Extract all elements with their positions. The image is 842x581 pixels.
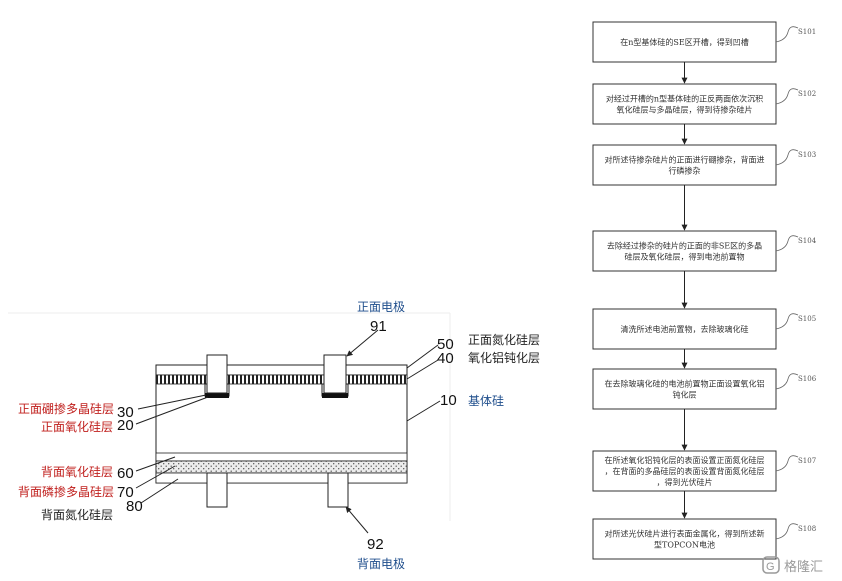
alox-layer: [155, 374, 408, 385]
back-sio2-layer: [155, 452, 408, 462]
flow-step-text: 清洗所述电池前置物，去除玻璃化硅: [621, 324, 749, 334]
back-phos-poly-layer: [155, 460, 408, 474]
flow-box: [592, 518, 777, 560]
flow-step-id: S102: [798, 90, 816, 98]
flow-step-id: S103: [798, 151, 816, 159]
label-alox: 氧化铝钝化层: [468, 350, 540, 365]
watermark: G 格隆汇: [762, 556, 823, 575]
label-back-phos-poly: 背面磷掺多晶硅层: [18, 484, 114, 499]
front-electrode-left: [206, 354, 228, 394]
num-substrate: 10: [440, 392, 457, 409]
flow-box: [592, 308, 777, 350]
label-substrate: 基体硅: [468, 394, 504, 408]
label-front-electrode: 正面电极: [357, 300, 405, 314]
flow-box: [592, 21, 777, 63]
flow-step-text: 在n型基体硅的SE区开槽，得到凹槽: [620, 37, 748, 47]
flow-box: [592, 83, 777, 125]
label-front-boron-poly: 正面硼掺多晶硅层: [18, 401, 114, 416]
leader-30: [137, 394, 207, 410]
flow-step-text: 钝化层: [673, 390, 697, 400]
back-electrode-right: [327, 472, 349, 508]
front-electrode-right: [323, 354, 347, 394]
step-id-connector: [775, 88, 799, 105]
leader-10: [406, 400, 441, 422]
flow-step-text: ，得到光伏硅片: [657, 477, 713, 487]
step-id-connector: [775, 523, 799, 540]
flow-step-text: 对所述光伏硅片进行表面金属化，得到所述新: [605, 529, 765, 539]
boron-poly-left: [205, 393, 229, 398]
flow-box: [592, 450, 777, 492]
flow-step-text: 在去除玻璃化硅的电池前置物正面设置氧化铝: [605, 379, 765, 389]
num-front-sin: 50: [437, 336, 454, 353]
step-id-connector: [775, 235, 799, 252]
flow-step-id: S105: [798, 315, 816, 323]
label-front-sio2: 正面氧化硅层: [41, 420, 113, 434]
flow-step-s105: 清洗所述电池前置物，去除玻璃化硅 S105: [592, 308, 816, 369]
label-back-sio2: 背面氧化硅层: [41, 465, 113, 479]
flow-step-text: 氧化硅层与多晶硅层，得到待掺杂硅片: [617, 105, 753, 115]
num-alox: 40: [437, 350, 454, 367]
leader-80: [140, 478, 179, 504]
step-id-connector: [775, 455, 799, 472]
flow-step-s107: 在所述氧化铝钝化层的表面设置正面氮化硅层，在背面的多晶硅层的表面设置背面氮化硅层…: [592, 450, 816, 519]
flow-box: [592, 144, 777, 186]
boron-poly-right: [322, 393, 348, 398]
flow-step-text: 在所述氧化铝钝化层的表面设置正面氮化硅层: [605, 455, 765, 465]
step-id-connector: [775, 313, 799, 330]
g-logo-icon: G: [762, 556, 780, 574]
label-back-sin: 背面氮化硅层: [41, 507, 113, 522]
step-id-connector: [775, 149, 799, 166]
flow-step-text: 对所述待掺杂硅片的正面进行硼掺杂，背面进: [605, 155, 765, 165]
leader-20: [135, 396, 209, 425]
leader-70: [135, 465, 176, 489]
flow-step-id: S108: [798, 525, 816, 533]
label-back-electrode: 背面电极: [357, 557, 405, 571]
leader-40: [406, 359, 439, 380]
leader-50: [406, 344, 439, 369]
front-sin-layer: [155, 364, 408, 376]
flow-step-id: S104: [798, 237, 817, 245]
num-back-phos-poly: 70: [117, 484, 134, 501]
num-back-sio2: 60: [117, 465, 134, 482]
flow-box: [592, 368, 777, 410]
flow-step-text: 硅层及氧化硅层，得到电池前置物: [625, 252, 745, 262]
back-electrode-left: [206, 472, 228, 508]
flow-step-id: S106: [798, 375, 817, 383]
watermark-text: 格隆汇: [784, 559, 823, 575]
flow-step-text: 型TOPCON电池: [654, 540, 715, 550]
leader-91: [346, 329, 379, 357]
num-front-boron-poly: 30: [117, 404, 134, 421]
flow-step-text: ，在背面的多晶硅层的表面设置背面氮化硅层: [605, 466, 765, 476]
label-front-sin: 正面氮化硅层: [468, 332, 540, 347]
leader-92: [345, 506, 369, 534]
flow-step-id: S101: [798, 28, 816, 36]
num-back-electrode: 92: [367, 536, 384, 553]
cross-section: 正面电极 91 50 正面氮化硅层 40 氧化铝钝化层 10 基体硅 正面硼掺多…: [8, 300, 540, 571]
step-id-connector: [775, 26, 799, 43]
flow-step-id: S107: [798, 457, 816, 465]
num-front-sio2: 20: [117, 417, 134, 434]
leader-60: [135, 456, 176, 472]
flow-step-text: 对经过开槽的n型基体硅的正反两面依次沉积: [606, 94, 763, 104]
num-front-electrode: 91: [370, 318, 387, 335]
back-sin-layer: [155, 472, 408, 484]
flow-step-text: 去除经过掺杂的硅片的正面的非SE区的多晶: [607, 241, 762, 251]
flow-box: [592, 230, 777, 272]
flow-steps: 在n型基体硅的SE区开槽，得到凹槽 S101 对经过开槽的n型基体硅的正反两面依次沉…: [592, 21, 817, 560]
step-id-connector: [775, 373, 799, 390]
flow-step-s101: 在n型基体硅的SE区开槽，得到凹槽 S101: [592, 21, 816, 84]
svg-text:G: G: [766, 561, 775, 573]
num-back-sin: 80: [126, 498, 143, 515]
flow-step-text: 行磷掺杂: [669, 166, 701, 176]
flowchart: 在n型基体硅的SE区开槽，得到凹槽 S101 对经过开槽的n型基体硅的正反两面依次沉…: [592, 21, 817, 560]
